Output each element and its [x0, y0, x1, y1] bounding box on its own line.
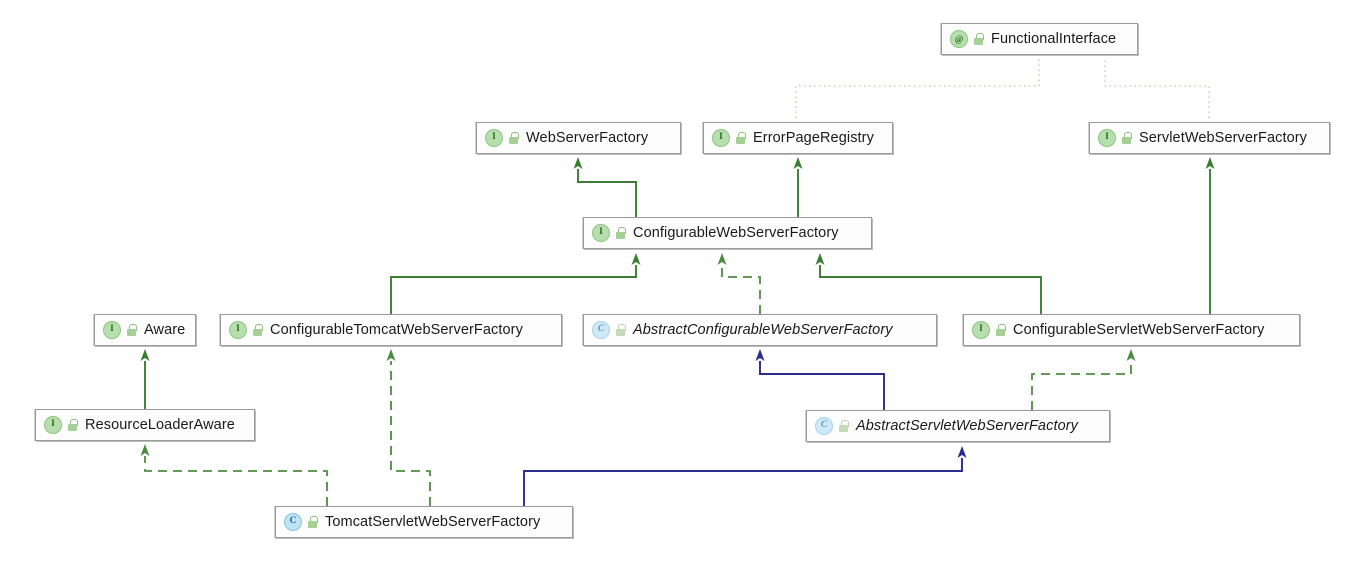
- node-label: ServletWebServerFactory: [1139, 129, 1308, 146]
- interface-badge-icon: I: [103, 321, 121, 339]
- annotation-badge-icon: @: [950, 30, 968, 48]
- node-label: Aware: [144, 321, 186, 338]
- edge-ctwsf-to-cwsf: [390, 253, 641, 314]
- node-servlet-web-server-factory[interactable]: I ServletWebServerFactory: [1089, 122, 1330, 154]
- arrowhead: [1126, 349, 1136, 361]
- edge-rla-to-aware: [140, 349, 150, 409]
- visibility-lock-icon: [996, 323, 1006, 337]
- class-badge-icon: C: [815, 417, 833, 435]
- arrowhead: [957, 446, 967, 458]
- node-label: ErrorPageRegistry: [753, 129, 874, 146]
- arrowhead: [573, 157, 583, 169]
- arrowhead: [1205, 157, 1215, 169]
- visibility-lock-icon: [253, 323, 263, 337]
- visibility-lock-icon: [68, 418, 78, 432]
- interface-badge-icon: I: [44, 416, 62, 434]
- node-configurable-tomcat-web-server-factory[interactable]: I ConfigurableTomcatWebServerFactory: [220, 314, 562, 346]
- edge-tswsf-to-ctwsf: [386, 349, 431, 506]
- arrowhead: [631, 253, 641, 265]
- edge-aswsf-to-acwsf: [755, 349, 885, 410]
- edge-cswsf-to-swsf: [1205, 157, 1215, 314]
- interface-badge-icon: I: [972, 321, 990, 339]
- edge-cwsf-to-epr: [793, 157, 803, 217]
- interface-badge-icon: I: [485, 129, 503, 147]
- visibility-lock-icon: [509, 131, 519, 145]
- edge-tswsf-to-aswsf: [523, 446, 967, 506]
- edge-swsf-annotated-fi: [1104, 59, 1210, 118]
- visibility-lock-icon: [308, 515, 318, 529]
- arrowhead: [755, 349, 765, 361]
- node-label: ConfigurableTomcatWebServerFactory: [270, 321, 523, 338]
- visibility-lock-icon: [736, 131, 746, 145]
- interface-badge-icon: I: [592, 224, 610, 242]
- edge-aswsf-to-cswsf: [1031, 349, 1136, 410]
- arrowhead: [815, 253, 825, 265]
- class-badge-icon: C: [592, 321, 610, 339]
- node-error-page-registry[interactable]: I ErrorPageRegistry: [703, 122, 893, 154]
- node-web-server-factory[interactable]: I WebServerFactory: [476, 122, 681, 154]
- node-resource-loader-aware[interactable]: I ResourceLoaderAware: [35, 409, 255, 441]
- edge-cwsf-to-wsf: [573, 157, 637, 217]
- edge-acwsf-to-cwsf: [717, 253, 761, 314]
- arrowhead: [717, 253, 727, 265]
- node-label: AbstractServletWebServerFactory: [856, 417, 1079, 434]
- arrowhead: [386, 349, 396, 361]
- node-configurable-servlet-web-server-factory[interactable]: I ConfigurableServletWebServerFactory: [963, 314, 1300, 346]
- visibility-lock-icon: [1122, 131, 1132, 145]
- interface-badge-icon: I: [229, 321, 247, 339]
- node-configurable-web-server-factory[interactable]: I ConfigurableWebServerFactory: [583, 217, 872, 249]
- visibility-lock-icon: [616, 226, 626, 240]
- node-label: TomcatServletWebServerFactory: [325, 513, 541, 530]
- node-label: AbstractConfigurableWebServerFactory: [633, 321, 893, 338]
- visibility-lock-icon: [616, 323, 626, 337]
- node-abstract-configurable-web-server-factory[interactable]: C AbstractConfigurableWebServerFactory: [583, 314, 937, 346]
- node-label: ConfigurableWebServerFactory: [633, 224, 839, 241]
- class-badge-icon: C: [284, 513, 302, 531]
- edge-cswsf-to-cwsf: [815, 253, 1042, 314]
- node-functional-interface[interactable]: @ FunctionalInterface: [941, 23, 1138, 55]
- node-label: ResourceLoaderAware: [85, 416, 235, 433]
- edge-tswsf-to-rla: [140, 444, 328, 506]
- arrowhead: [140, 349, 150, 361]
- interface-badge-icon: I: [712, 129, 730, 147]
- visibility-lock-icon: [127, 323, 137, 337]
- node-label: FunctionalInterface: [991, 30, 1117, 47]
- arrowhead: [140, 444, 150, 456]
- node-label: ConfigurableServletWebServerFactory: [1013, 321, 1265, 338]
- visibility-lock-icon: [839, 419, 849, 433]
- node-tomcat-servlet-web-server-factory[interactable]: C TomcatServletWebServerFactory: [275, 506, 573, 538]
- node-aware[interactable]: I Aware: [94, 314, 196, 346]
- interface-badge-icon: I: [1098, 129, 1116, 147]
- visibility-lock-icon: [974, 32, 984, 46]
- arrowhead: [793, 157, 803, 169]
- edge-epr-annotated-fi: [795, 59, 1040, 118]
- node-abstract-servlet-web-server-factory[interactable]: C AbstractServletWebServerFactory: [806, 410, 1110, 442]
- node-label: WebServerFactory: [526, 129, 649, 146]
